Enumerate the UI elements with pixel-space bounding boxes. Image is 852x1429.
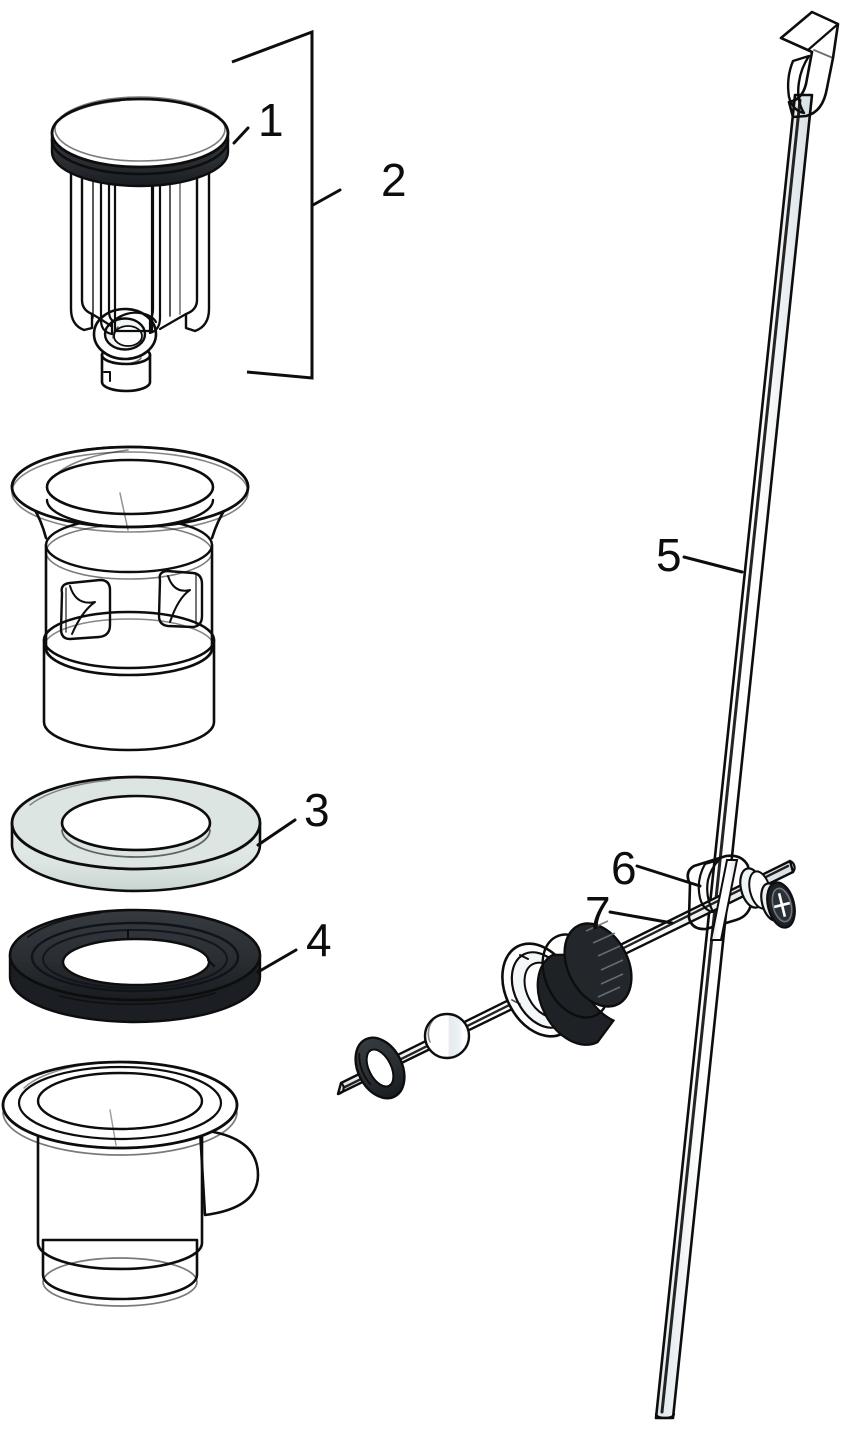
leader-5 <box>682 555 744 574</box>
part-strainer-body <box>10 445 250 752</box>
callout-label-6: 6 <box>611 842 637 894</box>
part-stopper-assembly <box>50 96 230 393</box>
part-pull-rod <box>654 10 840 1420</box>
stopper-cage <box>69 165 211 336</box>
leader-6 <box>635 864 702 888</box>
callout-label-2: 2 <box>381 154 407 206</box>
part-spacer-ring <box>10 775 262 893</box>
stopper-pivot-eye <box>92 307 158 361</box>
callout-label-3: 3 <box>304 784 330 836</box>
pull-rod-knob[interactable] <box>779 10 840 119</box>
stopper-cap <box>50 96 230 169</box>
part-rubber-gasket <box>8 908 262 1024</box>
pivot-rod-oring <box>354 1036 406 1100</box>
callout-label-5: 5 <box>656 529 682 581</box>
leader-3 <box>256 818 297 847</box>
callout-label-4: 4 <box>306 914 332 966</box>
part-pivot-rod <box>336 859 796 1100</box>
pivot-rod-nut[interactable] <box>487 912 644 1057</box>
part-clevis-clamp[interactable] <box>686 854 799 941</box>
leader-1 <box>232 126 250 145</box>
leader-2 <box>311 188 342 207</box>
bracket-part-2 <box>231 29 314 380</box>
leader-lines <box>232 126 744 974</box>
part-drain-body <box>1 1060 260 1307</box>
leader-7 <box>608 910 674 925</box>
pivot-rod-ball <box>423 1012 471 1060</box>
callout-label-1: 1 <box>258 94 284 146</box>
clevis-thumbscrew[interactable] <box>758 880 799 931</box>
leader-4 <box>256 948 298 974</box>
callout-label-7: 7 <box>585 887 611 939</box>
